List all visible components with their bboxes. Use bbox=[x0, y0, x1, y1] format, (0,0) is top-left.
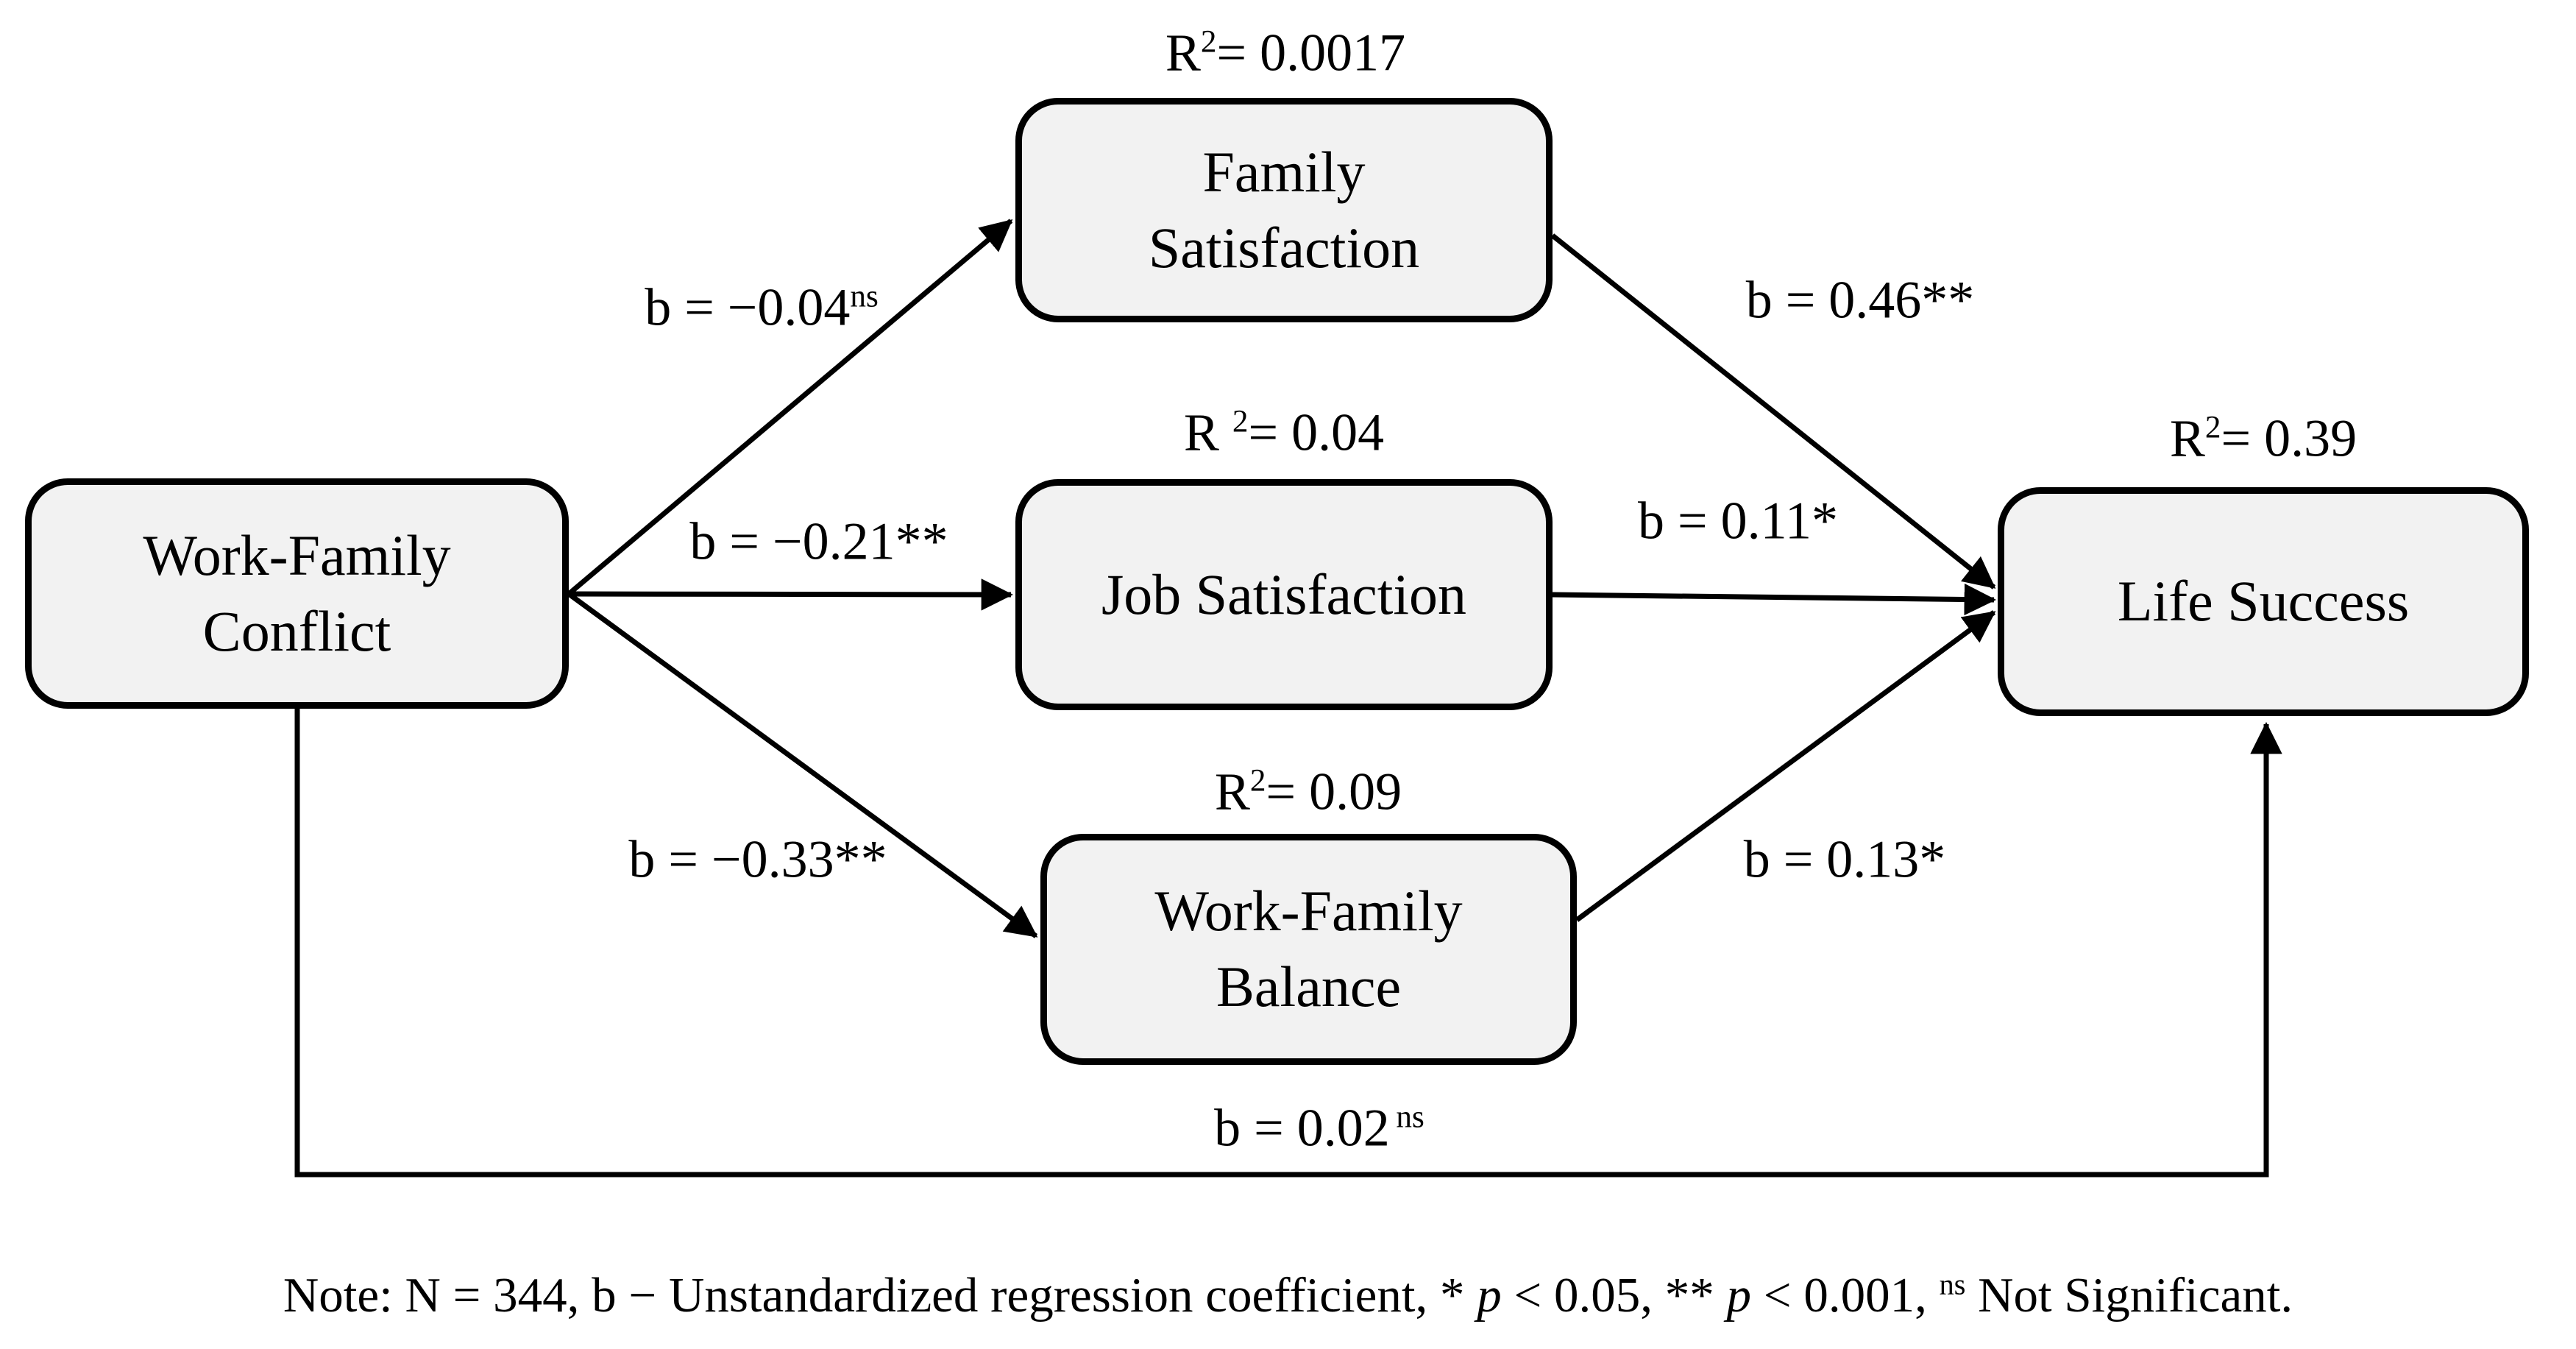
node-life-success: Life Success bbox=[1998, 487, 2529, 716]
node-label: Job Satisfaction bbox=[1101, 562, 1467, 626]
r2-label-work-family-balance: R2= 0.09 bbox=[1214, 762, 1402, 821]
coef-label-wfc-to-work-family-balance: b = −0.33** bbox=[628, 829, 887, 889]
node-label: Work-Family Balance bbox=[1154, 879, 1463, 1019]
arrow-family-satisfaction-to-life-success bbox=[1550, 233, 1996, 589]
node-family-satisfaction: Family Satisfaction bbox=[1015, 98, 1553, 322]
node-label: Family Satisfaction bbox=[1148, 139, 1420, 280]
arrow-work-family-balance-to-life-success bbox=[1575, 610, 1996, 922]
arrow-wfc-to-work-family-balance bbox=[567, 592, 1038, 938]
arrow-wfc-to-life-success-direct bbox=[294, 709, 2282, 1178]
coef-label-family-satisfaction-to-life-success: b = 0.46** bbox=[1745, 270, 1975, 330]
r2-label-life-success: R2= 0.39 bbox=[2169, 408, 2357, 468]
node-label: Work-Family Conflict bbox=[143, 523, 451, 663]
coef-label-work-family-balance-to-life-success: b = 0.13* bbox=[1743, 829, 1946, 889]
arrow-job-satisfaction-to-life-success bbox=[1552, 583, 1997, 616]
node-work-family-balance: Work-Family Balance bbox=[1040, 834, 1577, 1065]
coef-label-wfc-to-family-satisfaction: b = −0.04ns bbox=[645, 277, 879, 337]
node-work-family-conflict: Work-Family Conflict bbox=[25, 478, 569, 709]
figure-note: Note: N = 344, b − Unstandardized regres… bbox=[283, 1267, 2293, 1323]
coef-label-wfc-to-job-satisfaction: b = −0.21** bbox=[689, 511, 948, 571]
arrow-wfc-to-job-satisfaction bbox=[568, 578, 1014, 611]
node-job-satisfaction: Job Satisfaction bbox=[1015, 479, 1553, 710]
r2-label-job-satisfaction: R 2= 0.04 bbox=[1183, 403, 1385, 462]
coef-label-job-satisfaction-to-life-success: b = 0.11* bbox=[1638, 491, 1838, 550]
arrow-wfc-to-family-satisfaction bbox=[567, 219, 1013, 596]
node-label: Life Success bbox=[2117, 569, 2410, 634]
r2-label-family-satisfaction: R2= 0.0017 bbox=[1165, 23, 1406, 82]
